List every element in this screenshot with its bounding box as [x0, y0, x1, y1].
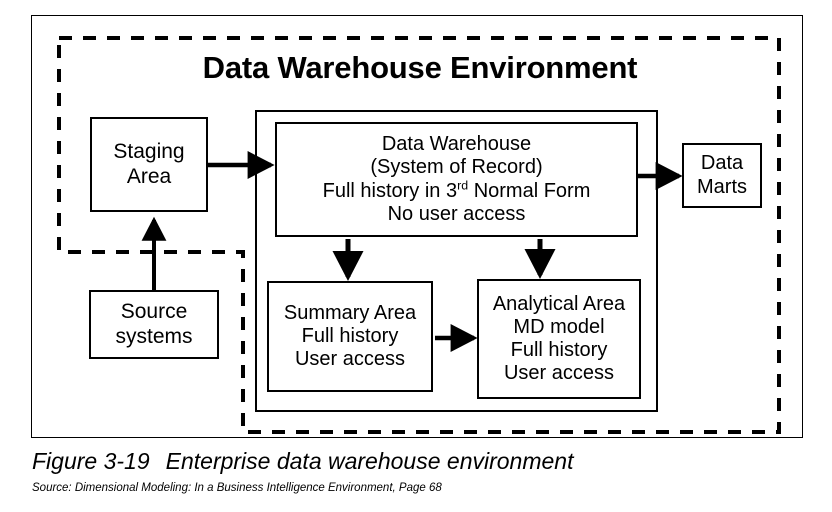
- node-analytical-area-line3: Full history: [510, 339, 608, 361]
- diagram-title: Data Warehouse Environment: [202, 50, 638, 85]
- node-analytical-area-line1: Analytical Area: [492, 292, 626, 315]
- node-data-warehouse-line4: No user access: [387, 202, 526, 225]
- figure-number: Figure 3-19: [32, 448, 150, 474]
- node-source-systems-line2: systems: [115, 324, 193, 348]
- node-analytical-area-line2: MD model: [513, 315, 605, 338]
- dw-line3-post: Normal Form: [468, 179, 591, 202]
- dw-line3-superscript: rd: [457, 177, 469, 192]
- node-staging-area-line2: Area: [126, 164, 172, 188]
- node-data-warehouse-line1: Data Warehouse: [381, 133, 532, 156]
- node-data-warehouse-line2: (System of Record): [370, 156, 543, 179]
- node-data-marts[interactable]: Data Marts: [682, 143, 762, 208]
- node-analytical-area-line4: User access: [503, 362, 615, 385]
- node-analytical-area[interactable]: Analytical Area MD model Full history Us…: [477, 279, 641, 399]
- node-data-marts-line2: Marts: [697, 175, 747, 198]
- figure-caption-text: Enterprise data warehouse environment: [165, 448, 574, 474]
- node-summary-area-line1: Summary Area: [283, 301, 417, 324]
- node-data-marts-line1: Data: [700, 152, 744, 175]
- node-data-warehouse[interactable]: Data Warehouse (System of Record) Full h…: [275, 122, 638, 237]
- node-staging-area-line1: Staging: [113, 140, 185, 164]
- figure-caption: Figure 3-19 Enterprise data warehouse env…: [32, 448, 792, 475]
- node-source-systems-line1: Source: [120, 300, 188, 324]
- node-summary-area-line2: Full history: [301, 324, 399, 347]
- node-summary-area[interactable]: Summary Area Full history User access: [267, 281, 433, 392]
- node-source-systems[interactable]: Source systems: [89, 290, 219, 359]
- figure-source-note: Source: Dimensional Modeling: In a Busin…: [32, 482, 442, 494]
- node-data-warehouse-line3: Full history in 3rd Normal Form: [322, 177, 591, 203]
- dw-line3-pre: Full history in 3: [322, 179, 458, 202]
- node-summary-area-line3: User access: [294, 348, 406, 371]
- node-staging-area[interactable]: Staging Area: [90, 117, 208, 212]
